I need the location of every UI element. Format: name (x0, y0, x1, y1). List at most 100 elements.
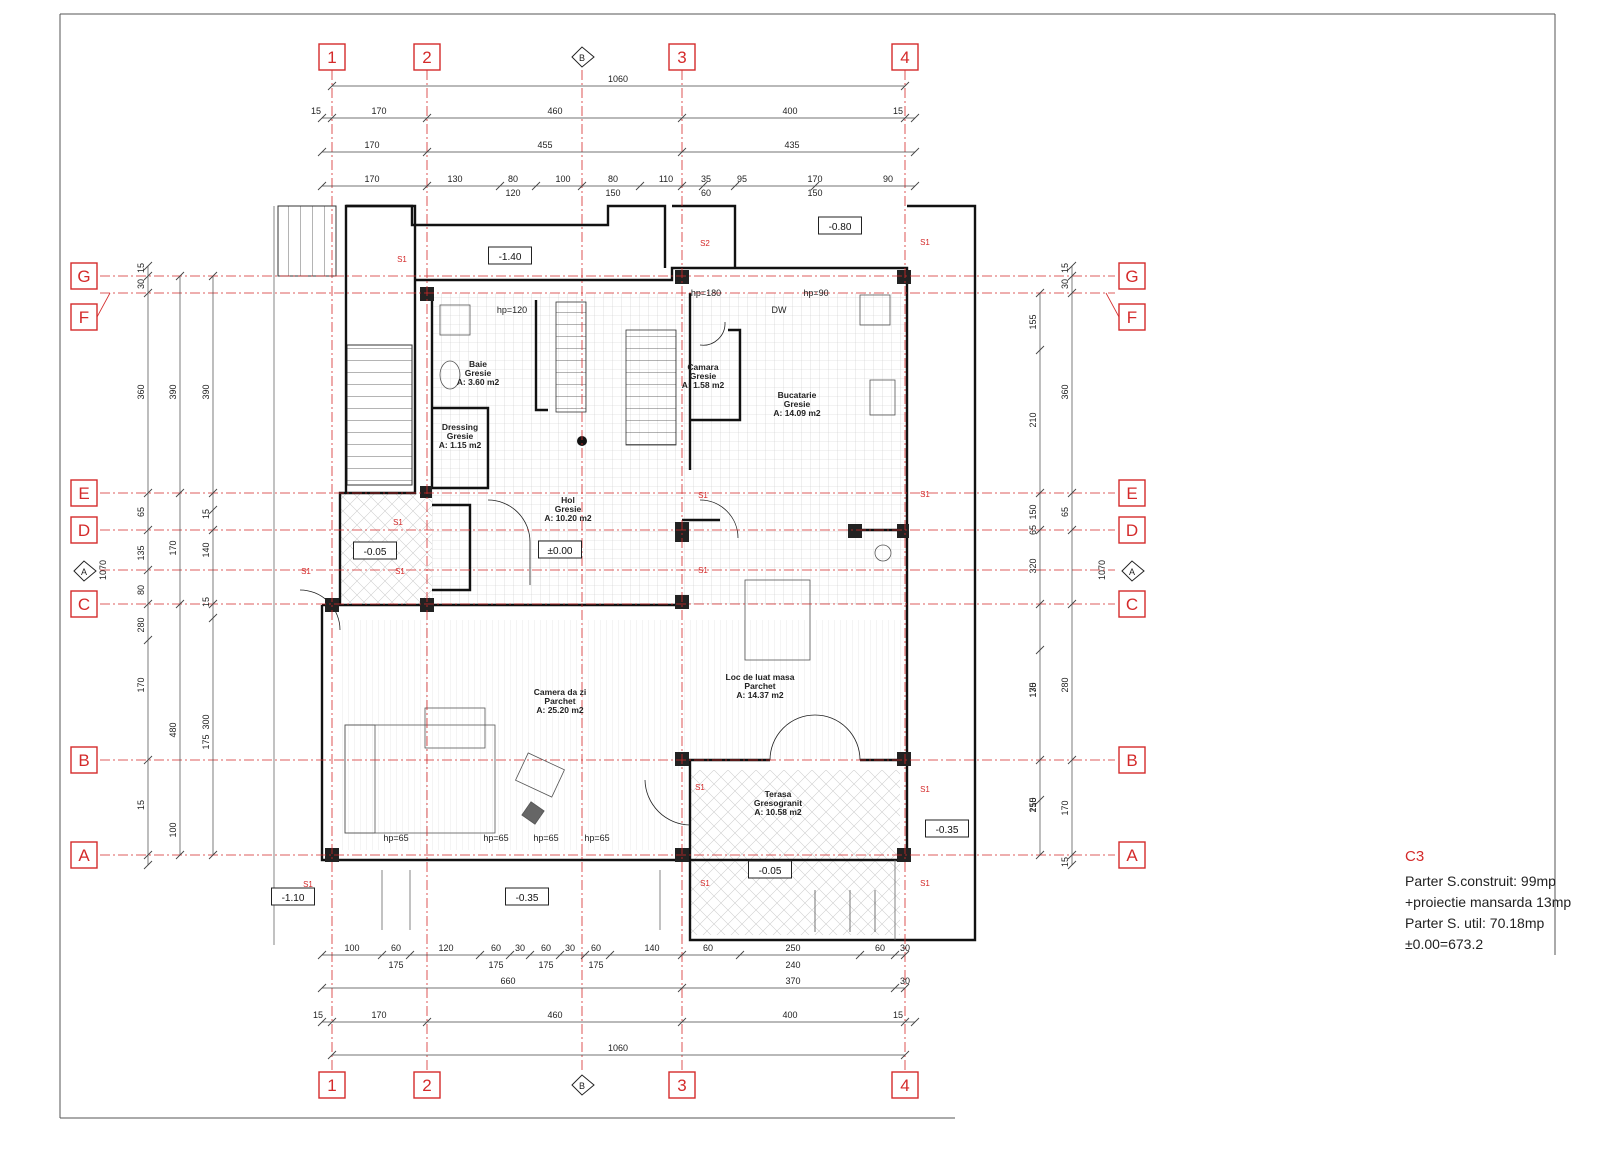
dim-bottom-row1-tick-0 (317, 950, 327, 960)
window-height-65-3: hp=65 (584, 833, 609, 843)
dim-right-total: 1070 (1097, 560, 1107, 580)
axis-row-B-left-frame (70, 746, 98, 774)
dim-top-row3-tick-6 (677, 181, 687, 191)
dim-right-inner-label-1: 210 (1028, 412, 1038, 427)
dim-left-mid-label-2: 480 (168, 722, 178, 737)
dim-top-row3-label-4: 80 (608, 174, 618, 184)
dim-bottom-row3-tick-4 (900, 1017, 910, 1027)
axis-row-C-right-text: C (1126, 595, 1138, 614)
axis-row-A-right: A (1118, 841, 1146, 869)
dim-right-inner-tick-2 (1035, 488, 1045, 498)
dim-right-outer-tick-2 (1067, 288, 1077, 298)
axis-col-3-top-frame (668, 43, 696, 71)
dim-left-mid-tick-3 (175, 850, 185, 860)
window-height-65-0: hp=65 (383, 833, 408, 843)
room-name: Terasa (765, 789, 792, 799)
drawing-frame (59, 13, 1556, 1119)
dim-bottom-row1b-label-4: 240 (785, 960, 800, 970)
dim-left-total: 1070 (98, 560, 108, 580)
axis-col-4-top-text: 4 (900, 48, 909, 67)
level-label-4: -0.35 (925, 819, 969, 838)
axis-row-B-left: B (70, 746, 98, 774)
axis-col-3-top-text: 3 (677, 48, 686, 67)
axis-col-4-bottom-text: 4 (900, 1076, 909, 1095)
dim-right-inner-tick-6 (1035, 755, 1045, 765)
dim-right-inner-label-3: 65 (1028, 525, 1038, 535)
section-a-left-text: A (81, 567, 87, 577)
dim-bottom-row3-label-4: 15 (893, 1010, 903, 1020)
dim-right-inner-label-5: 135 (1028, 682, 1038, 697)
dim-top-row1-tick-3 (677, 113, 687, 123)
section-marker-s1-0: S1 (397, 255, 407, 264)
dim-top-row1-tick-4 (900, 113, 910, 123)
legend-line-built-area: Parter S.construit: 99mp (1405, 873, 1556, 889)
dim-bottom-row1-label-11: 60 (875, 943, 885, 953)
axis-row-F-right-frame (1118, 303, 1146, 331)
section-a-right-text: A (1129, 567, 1135, 577)
dim-top-row3-label-7: 95 (737, 174, 747, 184)
dim-top-row1-tick-5 (910, 113, 920, 123)
axis-row-G-right-frame (1118, 262, 1146, 290)
room-finish: Gresogranit (754, 798, 802, 808)
dim-top-row1-label-0: 15 (311, 106, 321, 116)
room-area: A: 1.58 m2 (682, 380, 725, 390)
dim-top-row1-tick-2 (422, 113, 432, 123)
room-finish: Gresie (465, 368, 492, 378)
axis-row-D-right-frame (1118, 516, 1146, 544)
dim-left-mid-label-1: 170 (168, 540, 178, 555)
dim-top-row3-label-2: 80 (508, 174, 518, 184)
dim-top-row3-tick-4 (577, 181, 587, 191)
axis-col-3-bottom: 3 (668, 1071, 696, 1099)
dim-left-outer-label-2: 360 (136, 384, 146, 399)
dim-bottom-row1-tick-3 (475, 950, 485, 960)
legend-line-attic-projection: +proiectie mansarda 13mp (1405, 894, 1572, 910)
dim-left-outer-label-3: 65 (136, 507, 146, 517)
dim-left-inner-label-1: 15 (201, 509, 211, 519)
axis-col-4-top: 4 (891, 43, 919, 71)
room-name: Hol (561, 495, 575, 505)
axis-row-B-right-text: B (1126, 751, 1137, 770)
room-name: Camera da zi (534, 687, 586, 697)
room-area: A: 10.58 m2 (754, 807, 802, 817)
section-b-bottom-text: B (579, 1081, 585, 1091)
dim-bottom-row1-label-0: 100 (344, 943, 359, 953)
dim-top-total-tick-1 (900, 81, 910, 91)
level-label-1: -0.80 (818, 216, 862, 235)
dim-top-row3-tick-2 (495, 181, 505, 191)
room-finish: Gresie (555, 504, 582, 514)
dim-bottom-row2-label-2: 30 (900, 976, 910, 986)
dim-top-row3-label-6: 35 (701, 174, 711, 184)
section-b-bottom-shape (571, 1074, 595, 1096)
room-area: A: 14.09 m2 (773, 408, 821, 418)
level-label-3: ±0.00 (538, 540, 582, 559)
dim-right-outer-tick-5 (1067, 599, 1077, 609)
dim-bottom-row3-tick-1 (327, 1017, 337, 1027)
level-text: ±0.00 (548, 546, 573, 557)
dim-bottom-total-tick-0 (327, 1050, 337, 1060)
axis-row-f-left-leader (96, 292, 111, 318)
dim-bottom-row1b-label-1: 175 (488, 960, 503, 970)
axis-col-1-top-text: 1 (327, 48, 336, 67)
dim-right-inner-label-0: 155 (1028, 314, 1038, 329)
dim-bottom-row1-tick-13 (900, 950, 910, 960)
dim-bottom-row1-tick-8 (605, 950, 615, 960)
dim-bottom-row1-label-8: 140 (644, 943, 659, 953)
level-text: -1.40 (499, 252, 522, 263)
room-area: A: 25.20 m2 (536, 705, 584, 715)
room-finish: Parchet (744, 681, 775, 691)
room-finish: Gresie (690, 371, 717, 381)
dim-right-outer-label-4: 280 (1060, 677, 1070, 692)
dim-bottom-row1b-label-3: 175 (588, 960, 603, 970)
level-box (271, 887, 315, 906)
dim-left-inner-label-2: 140 (201, 542, 211, 557)
axis-row-A-left: A (70, 841, 98, 869)
section-marker-s2: S2 (700, 239, 710, 248)
dim-right-outer-label-2: 360 (1060, 384, 1070, 399)
dim-left-outer-tick-3 (143, 488, 153, 498)
dim-top-row3-label-9: 90 (883, 174, 893, 184)
axis-row-E-left: E (70, 479, 98, 507)
section-marker-s1-10: S1 (920, 879, 930, 888)
dim-left-outer-label-0: 15 (136, 263, 146, 273)
axis-row-C-left: C (70, 590, 98, 618)
axis-col-4-bottom-frame (891, 1071, 919, 1099)
